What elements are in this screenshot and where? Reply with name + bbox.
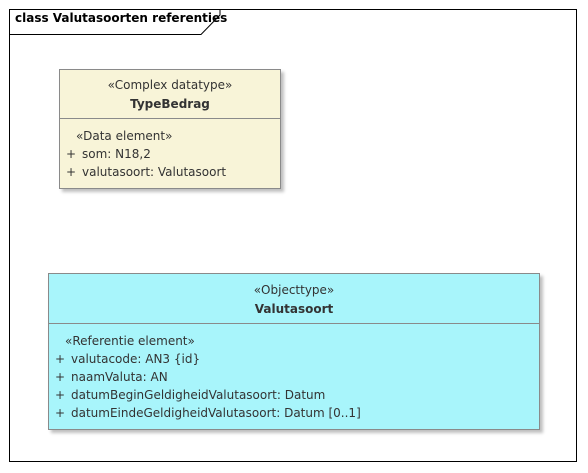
attribute-stereotype: «Data element»: [76, 129, 173, 143]
attribute-text: valutasoort: Valutasoort: [82, 165, 227, 179]
attribute-stereotype: «Referentie element»: [65, 334, 195, 348]
diagram-frame: [9, 9, 577, 462]
class-name: TypeBedrag: [130, 97, 210, 111]
visibility-marker: +: [55, 370, 66, 384]
attribute-row[interactable]: + valutacode: AN3 {id}: [49, 350, 539, 368]
class-typebedrag[interactable]: «Complex datatype» TypeBedrag «Data elem…: [59, 69, 281, 189]
attribute-text: naamValuta: AN: [71, 370, 168, 384]
visibility-marker: +: [55, 406, 66, 420]
attribute-text: datumEindeGeldigheidValutasoort: Datum […: [71, 406, 361, 420]
attribute-row[interactable]: + datumEindeGeldigheidValutasoort: Datum…: [49, 404, 539, 422]
attribute-row[interactable]: + som: N18,2: [60, 145, 280, 163]
visibility-marker: +: [66, 147, 77, 161]
attribute-row[interactable]: + naamValuta: AN: [49, 368, 539, 386]
attribute-text: som: N18,2: [82, 147, 151, 161]
attribute-text: datumBeginGeldigheidValutasoort: Datum: [71, 388, 326, 402]
class-stereotype: «Objecttype»: [253, 283, 335, 297]
visibility-marker: +: [55, 352, 66, 366]
attribute-row[interactable]: + valutasoort: Valutasoort: [60, 163, 280, 181]
visibility-marker: +: [55, 388, 66, 402]
attribute-text: valutacode: AN3 {id}: [71, 352, 201, 366]
class-valutasoort[interactable]: «Objecttype» Valutasoort «Referentie ele…: [48, 273, 540, 430]
diagram-title: class Valutasoorten referenties: [15, 11, 228, 25]
class-name: Valutasoort: [254, 302, 334, 316]
attribute-row[interactable]: + datumBeginGeldigheidValutasoort: Datum: [49, 386, 539, 404]
class-stereotype: «Complex datatype»: [107, 78, 233, 92]
class-attributes: «Referentie element» + valutacode: AN3 {…: [49, 324, 539, 422]
class-header: «Complex datatype» TypeBedrag: [60, 70, 280, 119]
frame-title-tab: [9, 9, 221, 35]
class-header: «Objecttype» Valutasoort: [49, 274, 539, 324]
visibility-marker: +: [66, 165, 77, 179]
class-attributes: «Data element» + som: N18,2 + valutasoor…: [60, 119, 280, 181]
